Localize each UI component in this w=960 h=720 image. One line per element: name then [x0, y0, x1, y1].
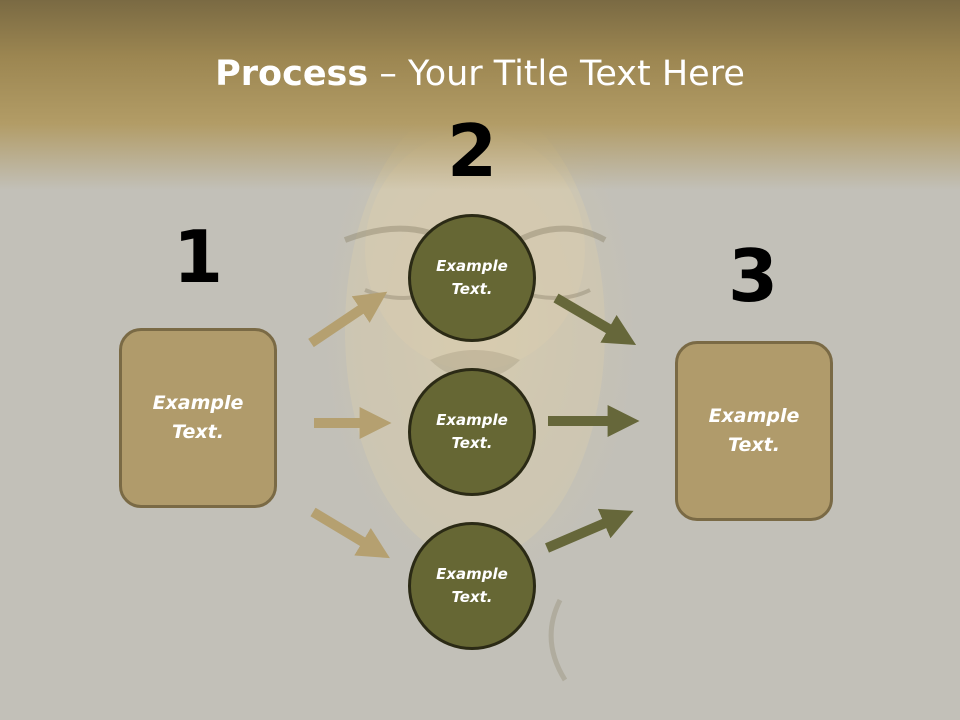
step-2-circle-top[interactable]: Example Text.: [408, 214, 536, 342]
arrow-top-to-3: [553, 293, 637, 345]
title-band: [0, 0, 960, 190]
step-2-circle-bottom[interactable]: Example Text.: [408, 522, 536, 650]
step-3-label: Example Text.: [708, 405, 800, 456]
title-bold: Process: [215, 54, 369, 94]
arrow-bottom-to-3: [545, 508, 634, 553]
step-number-2: 2: [446, 109, 498, 193]
title-rest: – Your Title Text Here: [368, 54, 745, 94]
step-1-label: Example Text.: [152, 392, 244, 443]
step-2-circle-middle[interactable]: Example Text.: [408, 368, 536, 496]
step-1-box[interactable]: Example Text.: [119, 328, 277, 508]
circle-middle-label: Example Text.: [436, 411, 508, 452]
circle-top-label: Example Text.: [436, 257, 508, 298]
step-number-1: 1: [172, 215, 224, 299]
circle-bottom-label: Example Text.: [436, 565, 508, 606]
step-number-3: 3: [727, 234, 779, 318]
slide-title: Process – Your Title Text Here: [0, 52, 960, 96]
arrow-1-to-top: [308, 291, 388, 348]
arrow-1-to-bottom: [310, 507, 390, 559]
step-3-box[interactable]: Example Text.: [675, 341, 833, 521]
